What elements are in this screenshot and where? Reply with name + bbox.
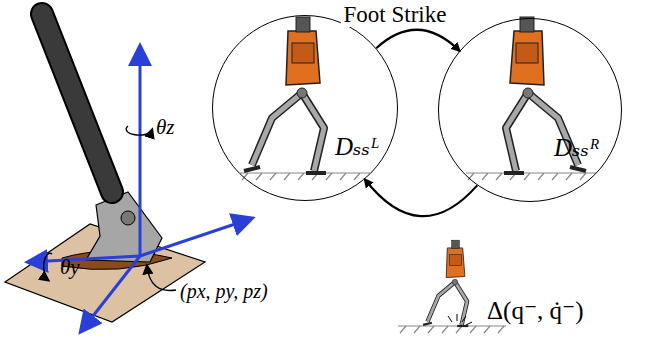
robot-left-stance <box>244 17 326 173</box>
domain-label: Dₛₛᴸ <box>335 133 380 161</box>
transition-label: Foot Strike <box>341 2 450 27</box>
coordinate-label: θy <box>60 256 80 279</box>
transition-arrow <box>365 179 477 216</box>
coordinate-label: (px, py, pz) <box>180 280 268 302</box>
robot-impact <box>423 240 468 326</box>
coordinate-label: θz <box>156 116 175 139</box>
impact-marks <box>448 314 472 325</box>
foot-illustration <box>5 14 205 322</box>
transition-label: Δ(q⁻, q̇⁻) <box>484 297 587 325</box>
rotation-arrows <box>44 126 176 291</box>
state-circle: Dₛₛᴿ <box>438 18 622 202</box>
ground <box>240 173 596 333</box>
domain-label: Dₛₛᴿ <box>554 134 600 162</box>
state-circle: Dₛₛᴸ <box>212 15 398 201</box>
transition-arrow <box>376 30 459 51</box>
